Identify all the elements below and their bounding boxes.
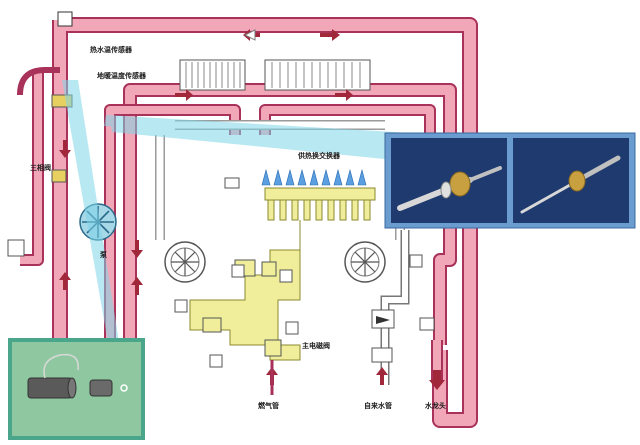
side-fitting <box>51 169 67 183</box>
label-faucet: 水龙头 <box>425 401 446 410</box>
heat-exchanger-fins <box>179 59 371 91</box>
sensor-beams <box>62 80 445 400</box>
top-valve <box>57 11 73 27</box>
label-gas-inlet: 燃气管 <box>257 401 279 410</box>
pressure-gauge <box>17 67 60 96</box>
sensor-photo-1 <box>397 166 502 211</box>
sensor-boxes <box>174 177 435 368</box>
label-pump: 泵 <box>99 250 107 259</box>
label-hot-water-sensor: 热水温传感器 <box>90 45 133 54</box>
label-heat-exchanger: 供热换交换器 <box>297 151 341 160</box>
label-heating-temp-sensor: 地暖温度传感器 <box>97 71 147 80</box>
pump-part-photo <box>27 353 128 399</box>
water-valve <box>371 309 395 363</box>
gas-valve-bodies <box>202 259 282 357</box>
label-tap-water-inlet: 自来水管 <box>364 401 392 410</box>
label-main-solenoid-valve: 主电磁阀 <box>302 341 330 350</box>
label-three-way-valve: 三相阀 <box>30 163 51 172</box>
pump-inset <box>8 338 145 440</box>
sensor-photo-2 <box>520 155 621 214</box>
cold-water-pipe <box>380 230 410 385</box>
burner-flames <box>261 168 367 186</box>
fan-right <box>344 241 386 283</box>
left-outlet <box>7 239 25 257</box>
direction-arrow-top <box>243 29 256 41</box>
fan-left <box>164 241 206 283</box>
sensor-callout <box>384 132 636 229</box>
